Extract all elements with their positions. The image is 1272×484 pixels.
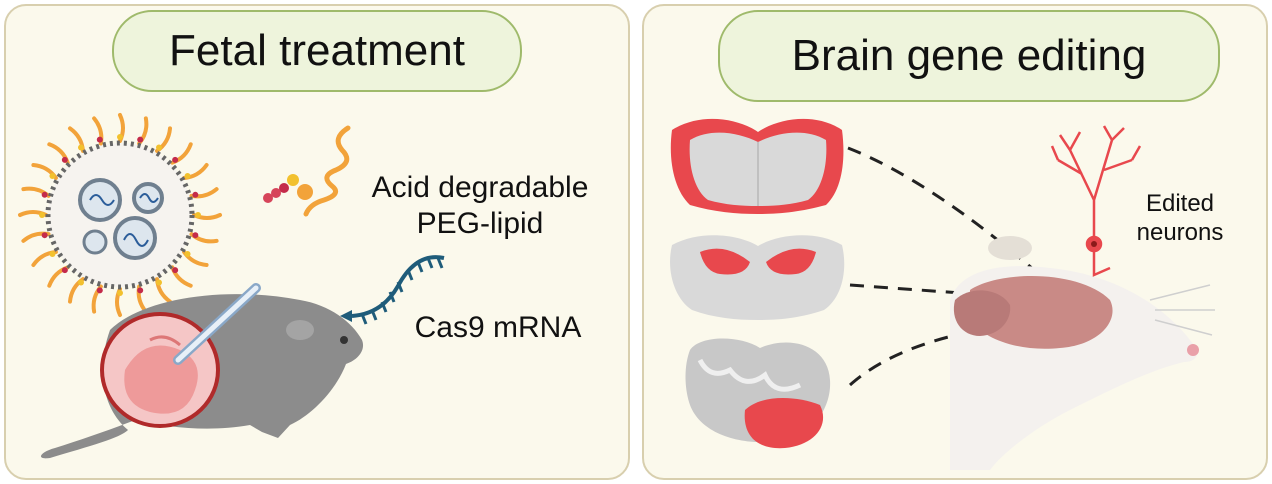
neuron-label-line1: Edited [1145,190,1215,217]
neuron-label-line2: neurons [1136,218,1224,246]
lipid-nanoparticle-icon [18,113,222,317]
injection-syringe-icon [173,283,261,365]
brain-section-cortex-icon [670,118,844,214]
peg-label-line1: Acid degradable [371,171,589,204]
peg-lipid-label: Acid degradable PEG-lipid [345,170,615,242]
pregnant-mouse-icon [40,294,364,459]
edited-neurons-label: Edited neurons [1110,190,1250,248]
brain-section-hippocampus-icon [670,235,845,320]
brain-gene-editing-title: Brain gene editing [718,10,1220,102]
peg-lipid-icon [263,125,351,217]
edited-neuron-icon [1050,125,1142,277]
peg-label-line2: PEG-lipid [416,207,544,240]
cas9-mrna-label: Cas9 mRNA [414,311,582,344]
brain-section-cerebellum-icon [685,338,831,449]
fetal-treatment-title: Fetal treatment [112,10,522,92]
mouse-head-icon [950,236,1215,470]
cas9-mrna-icon [340,255,445,325]
